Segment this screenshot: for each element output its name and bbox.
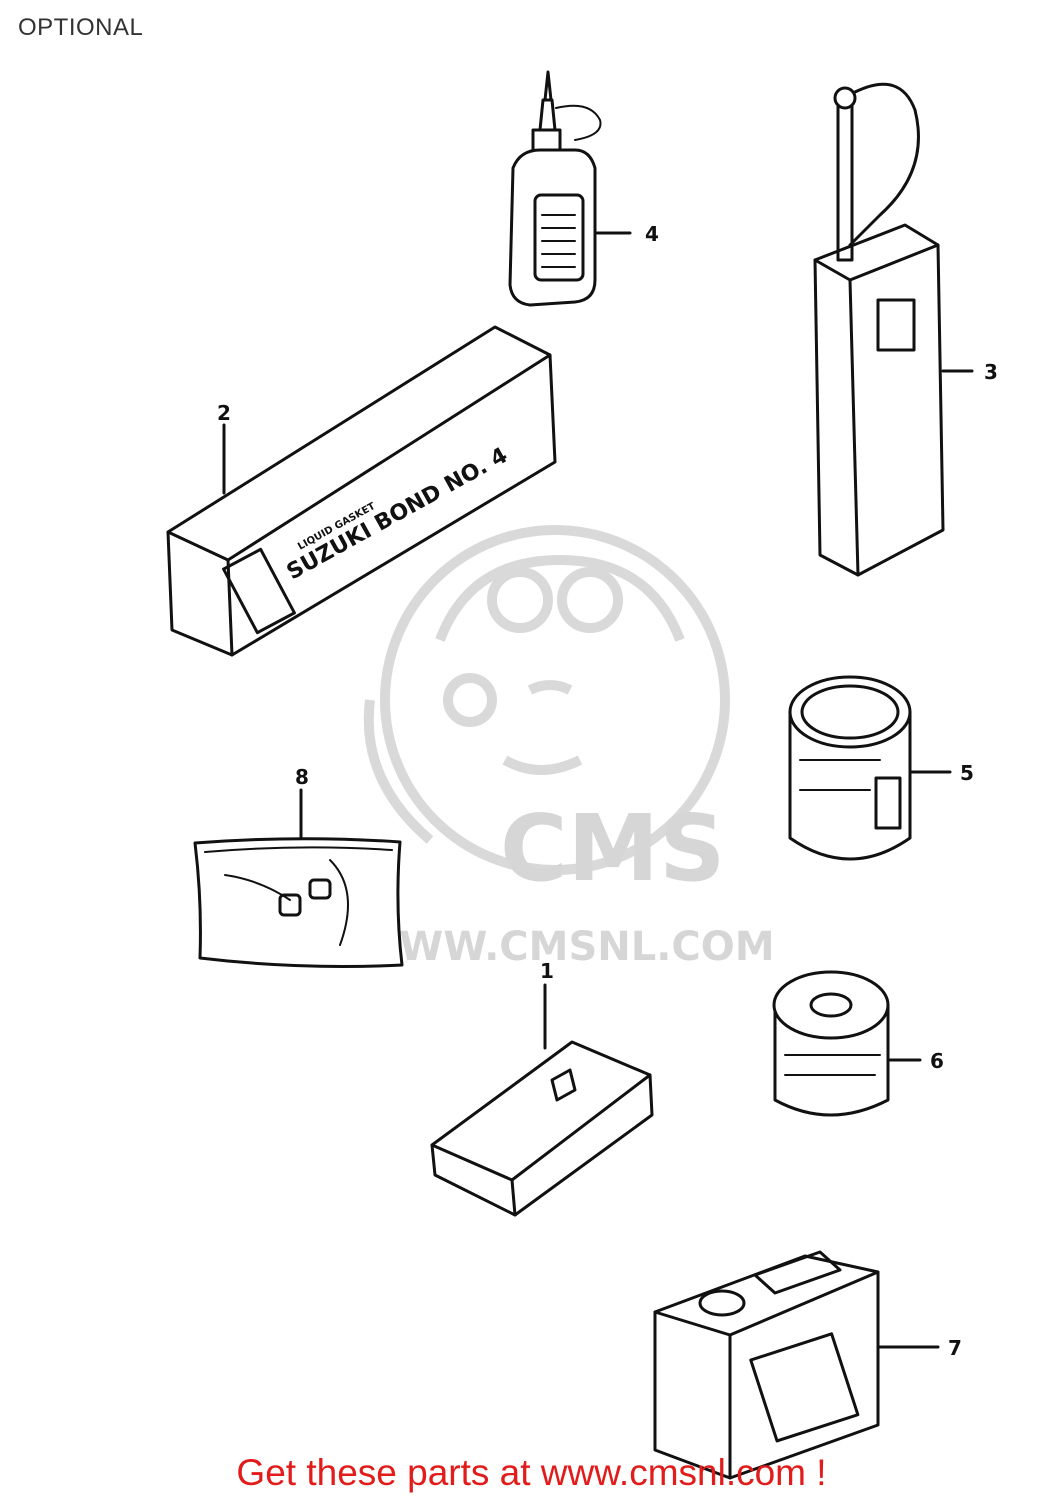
- part-4-oil-bottle[interactable]: [508, 70, 632, 307]
- watermark-url: WWW.CMSNL.COM: [355, 924, 775, 970]
- page-title: OPTIONAL: [18, 14, 144, 41]
- watermark-brand: CMS: [500, 795, 725, 902]
- callout-1: 1: [540, 959, 554, 983]
- part-8-pouch[interactable]: [193, 788, 404, 968]
- callout-4: 4: [645, 222, 659, 246]
- callout-7: 7: [948, 1336, 962, 1360]
- part-3-spout-can[interactable]: [813, 82, 974, 577]
- callout-8: 8: [295, 765, 309, 789]
- callout-6: 6: [930, 1049, 944, 1073]
- watermark: CMS WWW.CMSNL.COM: [355, 525, 775, 970]
- callout-2: 2: [217, 401, 231, 425]
- footer-link[interactable]: Get these parts at www.cmsnl.com !: [236, 1452, 827, 1493]
- part-6-small-can[interactable]: [772, 970, 922, 1117]
- part-5-open-can[interactable]: [788, 675, 952, 861]
- callout-3: 3: [984, 360, 998, 384]
- part-1-flat-box[interactable]: [430, 983, 654, 1217]
- part-7-oil-tin[interactable]: [653, 1250, 940, 1480]
- callout-5: 5: [960, 761, 974, 785]
